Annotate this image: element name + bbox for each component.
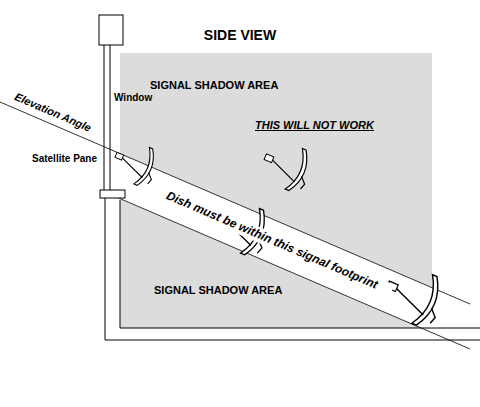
band-bottom-edge <box>100 190 470 349</box>
window-frame <box>99 15 123 45</box>
node-text: THIS WILL NOT WORK <box>255 119 374 131</box>
signal-band <box>100 145 470 349</box>
window-rail <box>104 45 105 190</box>
diagram-title: SIDE VIEW <box>0 27 480 43</box>
elevation-angle-label: Elevation Angle <box>13 90 93 133</box>
dish <box>257 136 317 195</box>
pane-label: Satellite Pane <box>32 153 97 164</box>
node-text: SIGNAL SHADOW AREA <box>154 284 282 296</box>
wall-outline <box>105 198 480 340</box>
window-label: Window <box>114 92 152 103</box>
shadow-region <box>120 53 432 328</box>
satellite-pane <box>100 190 125 198</box>
node-text: SIGNAL SHADOW AREA <box>150 79 278 91</box>
window-rail <box>110 45 111 190</box>
band-top-edge <box>0 102 470 304</box>
